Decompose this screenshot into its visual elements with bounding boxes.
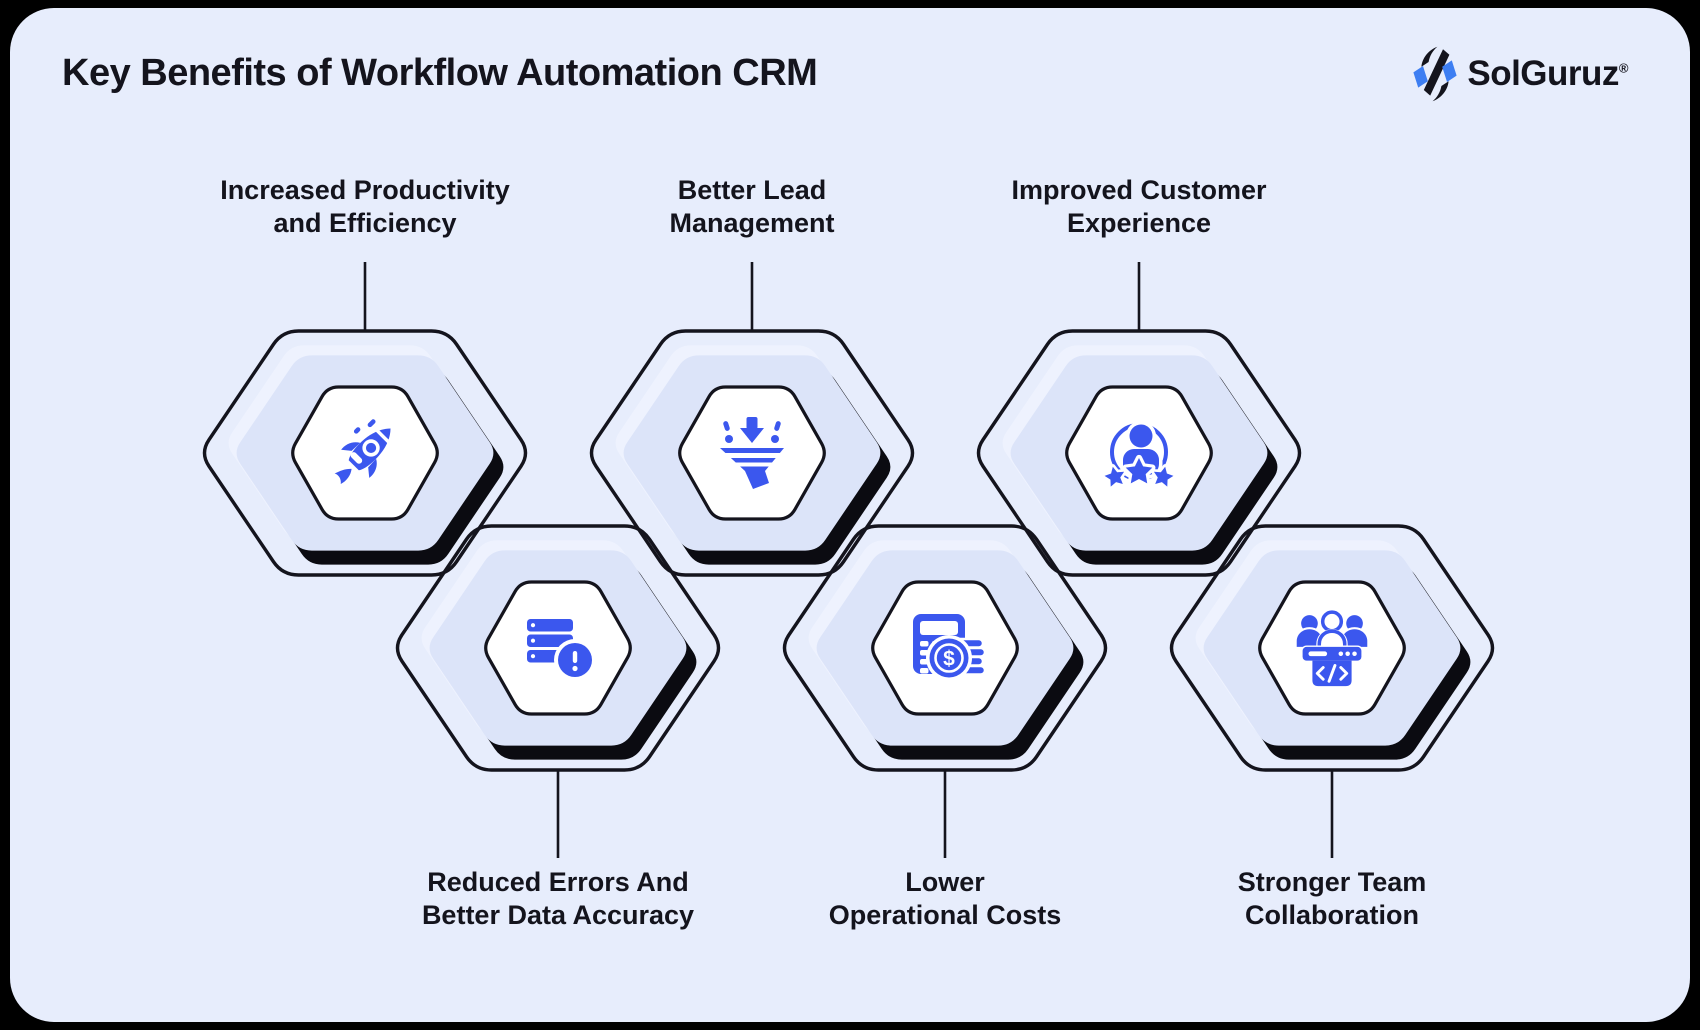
- svg-text:$: $: [943, 648, 955, 671]
- benefit-label-better-lead-management: Better Lead Management: [669, 175, 835, 238]
- benefit-hexagon-improved-customer-experience: [1002, 345, 1278, 565]
- benefit-label-increased-productivity: Increased Productivity and Efficiency: [220, 175, 510, 238]
- solguruz-logo-text: SolGuruz®: [1467, 54, 1628, 93]
- benefit-hexagon-increased-productivity: [228, 345, 504, 565]
- rocket-icon: [334, 419, 394, 485]
- database-alert-icon: [527, 619, 596, 681]
- benefit-label-improved-customer-experience: Improved Customer Experience: [1011, 175, 1267, 238]
- solguruz-logo: SolGuruz®: [1412, 46, 1629, 102]
- solguruz-logo-icon: [1413, 46, 1457, 102]
- customer-rating-icon: [1103, 421, 1175, 488]
- calculator-money-icon: $: [913, 614, 987, 681]
- benefit-label-reduced-errors: Reduced Errors And Better Data Accuracy: [421, 867, 695, 930]
- benefit-hexagon-reduced-errors: [421, 540, 697, 760]
- benefit-label-lower-operational-costs: Lower Operational Costs: [828, 867, 1062, 930]
- benefit-hexagon-better-lead-management: [615, 345, 891, 565]
- benefit-hexagon-lower-operational-costs: $: [808, 540, 1084, 760]
- benefit-label-stronger-team-collaboration: Stronger Team Collaboration: [1237, 867, 1427, 930]
- benefit-hexagon-stronger-team-collaboration: [1195, 540, 1471, 760]
- funnel-icon: [718, 417, 786, 489]
- page-title: Key Benefits of Workflow Automation CRM: [62, 52, 818, 94]
- connector-line: [363, 262, 1334, 858]
- team-code-icon: [1294, 609, 1370, 687]
